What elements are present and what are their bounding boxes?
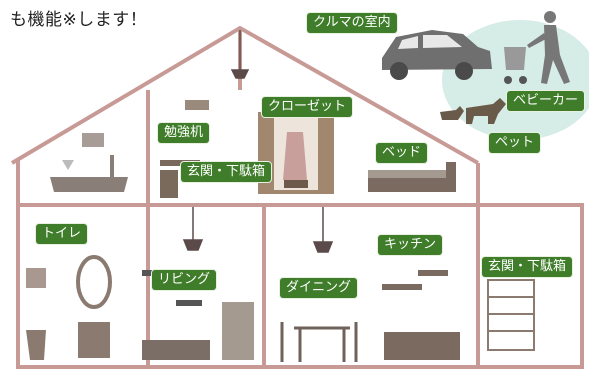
label-living: リビング [152, 270, 217, 290]
person-stroller-illustration [504, 11, 570, 84]
label-closet: クローゼット [262, 97, 353, 117]
bed-illustration [368, 162, 456, 192]
toilet-illustration [26, 255, 112, 360]
label-kitchen: キッチン [378, 235, 443, 255]
living-room-illustration [142, 270, 254, 360]
label-car: クルマの室内 [307, 13, 397, 33]
label-stroller: ベビーカー [507, 91, 585, 111]
headline: も機能※します！ [10, 10, 148, 30]
closet-illustration [258, 112, 334, 194]
ceiling-lights [182, 30, 334, 253]
kitchen-illustration [382, 270, 460, 360]
car-illustration [382, 30, 492, 80]
study-desk-illustration [160, 100, 209, 198]
pet-illustration [440, 98, 506, 124]
house-frame [10, 25, 584, 369]
label-bed: ベッド [376, 143, 428, 163]
label-dining: ダイニング [280, 278, 358, 298]
label-study: 勉強机 [158, 123, 210, 143]
label-entrance-lower: 玄関・下駄箱 [482, 257, 573, 277]
label-toilet: トイレ [36, 224, 88, 244]
dining-illustration [280, 322, 358, 362]
label-entrance-upper: 玄関・下駄箱 [181, 162, 272, 182]
bathroom-illustration [50, 133, 128, 192]
label-pet: ペット [489, 133, 541, 153]
shoe-rack-illustration [487, 279, 535, 351]
